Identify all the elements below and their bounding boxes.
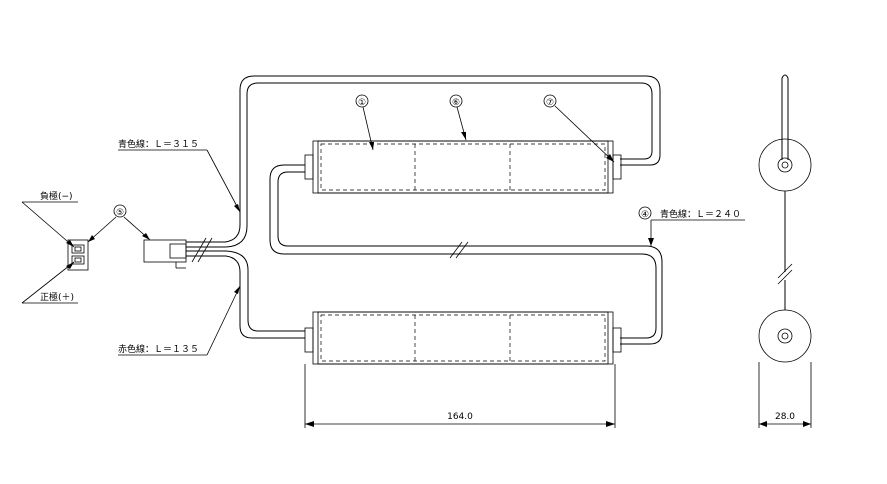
blue-wire-240-text: 青色線：Ｌ＝２４０ xyxy=(660,208,741,220)
callout-1: ① xyxy=(358,98,366,108)
callout-1-group: ① xyxy=(355,94,374,151)
callout-6-group: ⑥ xyxy=(449,94,467,141)
label-positive: 正極(＋) xyxy=(21,261,78,304)
connector-face-icon xyxy=(67,239,89,271)
side-view xyxy=(758,74,812,363)
dimension-length-text: 164.0 xyxy=(447,412,473,422)
dimension-length: 164.0 xyxy=(304,364,616,428)
callout-7-group: ⑦ xyxy=(543,94,615,163)
callout-5: ⑤ xyxy=(116,208,124,218)
wire-harness xyxy=(186,75,663,345)
callout-5-group: ⑤ xyxy=(87,204,151,243)
callout-4: ④ xyxy=(641,210,649,220)
label-blue-wire-315: 青色線：Ｌ＝３１５ xyxy=(118,138,241,213)
label-red-wire-135: 赤色線：Ｌ＝１３５ xyxy=(118,285,241,356)
break-mark-middle-wire xyxy=(449,241,469,259)
callout-7: ⑦ xyxy=(546,98,554,108)
cell-pack-bottom xyxy=(304,311,622,365)
blue-wire-315-text: 青色線：Ｌ＝３１５ xyxy=(118,138,199,150)
cell-pack-top xyxy=(304,140,622,194)
break-mark-bundle xyxy=(191,237,213,263)
callout-6: ⑥ xyxy=(452,98,460,108)
negative-text: 負極(−) xyxy=(40,190,73,202)
label-blue-wire-240: ④ 青色線：Ｌ＝２４０ xyxy=(638,206,745,246)
label-negative: 負極(−) xyxy=(21,190,78,248)
connector-housing xyxy=(143,239,187,269)
red-wire-135-text: 赤色線：Ｌ＝１３５ xyxy=(118,343,199,355)
positive-text: 正極(＋) xyxy=(40,291,74,303)
dimension-diameter: 28.0 xyxy=(758,362,812,428)
dimension-diameter-text: 28.0 xyxy=(775,412,795,422)
